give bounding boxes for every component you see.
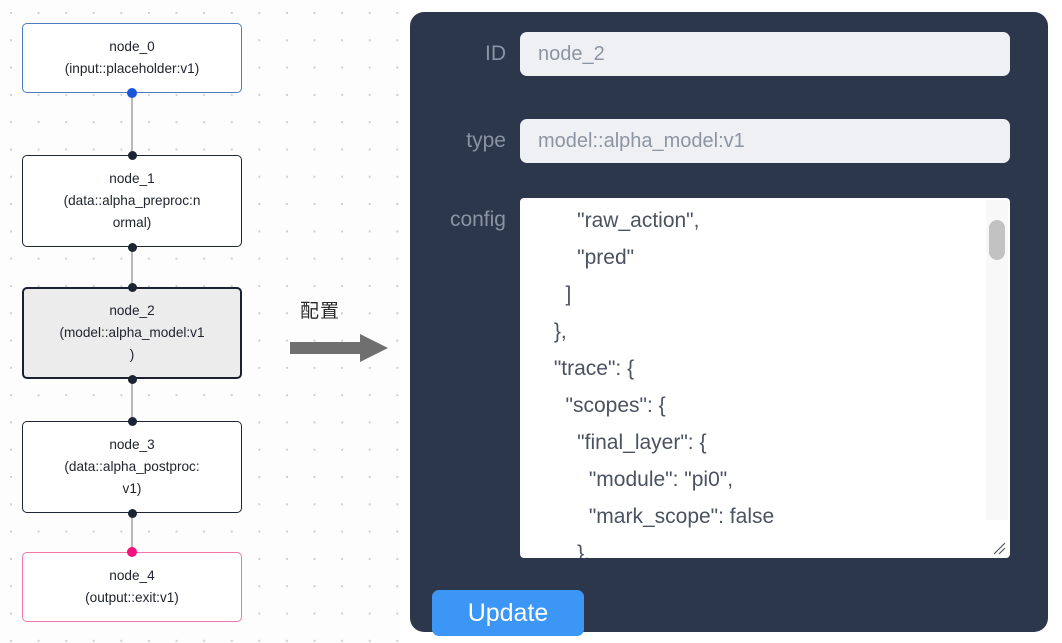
type-field-label: type bbox=[466, 129, 506, 152]
flow-node-handle[interactable] bbox=[127, 508, 137, 518]
config-textarea[interactable]: "raw_action", "pred" ] }, "trace": { "sc… bbox=[520, 198, 1010, 558]
flow-node-node_0[interactable]: node_0 (input::placeholder:v1) bbox=[22, 23, 242, 93]
node-config-panel: ID type config "raw_action", "pred" ] },… bbox=[410, 12, 1048, 636]
flow-node-label: node_2 (model::alpha_model:v1 ) bbox=[59, 303, 205, 362]
flow-node-node_3[interactable]: node_3 (data::alpha_postproc: v1) bbox=[22, 421, 242, 513]
flow-edge[interactable] bbox=[131, 247, 133, 287]
right-arrow-icon bbox=[290, 334, 388, 362]
flow-node-label: node_1 (data::alpha_preproc:n ormal) bbox=[63, 171, 201, 230]
update-button[interactable]: Update bbox=[432, 590, 584, 636]
config-scrollbar-track[interactable] bbox=[986, 200, 1008, 520]
flow-node-handle[interactable] bbox=[127, 547, 137, 557]
id-input[interactable] bbox=[520, 32, 1010, 76]
flow-edge[interactable] bbox=[131, 93, 133, 155]
flow-node-node_1[interactable]: node_1 (data::alpha_preproc:n ormal) bbox=[22, 155, 242, 247]
flow-node-handle[interactable] bbox=[127, 242, 137, 252]
flow-node-handle[interactable] bbox=[127, 88, 137, 98]
flow-node-handle[interactable] bbox=[127, 374, 137, 384]
flow-node-label: node_0 (input::placeholder:v1) bbox=[64, 39, 200, 76]
flow-node-node_2[interactable]: node_2 (model::alpha_model:v1 ) bbox=[22, 287, 242, 379]
type-field-row: type bbox=[410, 119, 1010, 163]
transition-annotation: 配置 bbox=[286, 296, 401, 368]
config-field-row: config "raw_action", "pred" ] }, "trace"… bbox=[410, 198, 1010, 558]
flow-node-handle[interactable] bbox=[127, 282, 137, 292]
config-scrollbar-thumb[interactable] bbox=[989, 220, 1005, 260]
config-field-label: config bbox=[449, 208, 506, 231]
flow-node-label: node_3 (data::alpha_postproc: v1) bbox=[64, 437, 200, 496]
flow-edge[interactable] bbox=[131, 379, 133, 421]
flow-canvas[interactable]: node_0 (input::placeholder:v1)node_1 (da… bbox=[0, 0, 400, 643]
flow-node-handle[interactable] bbox=[127, 150, 137, 160]
config-textarea-wrap: "raw_action", "pred" ] }, "trace": { "sc… bbox=[520, 198, 1010, 558]
id-field-label: ID bbox=[485, 42, 506, 65]
flow-node-handle[interactable] bbox=[127, 416, 137, 426]
transition-label: 配置 bbox=[300, 300, 341, 322]
flow-node-node_4[interactable]: node_4 (output::exit:v1) bbox=[22, 552, 242, 622]
type-input[interactable] bbox=[520, 119, 1010, 163]
flow-edge[interactable] bbox=[131, 513, 133, 552]
resize-grip-icon[interactable] bbox=[991, 540, 1007, 556]
flow-node-label: node_4 (output::exit:v1) bbox=[85, 568, 179, 605]
id-field-row: ID bbox=[410, 32, 1010, 76]
